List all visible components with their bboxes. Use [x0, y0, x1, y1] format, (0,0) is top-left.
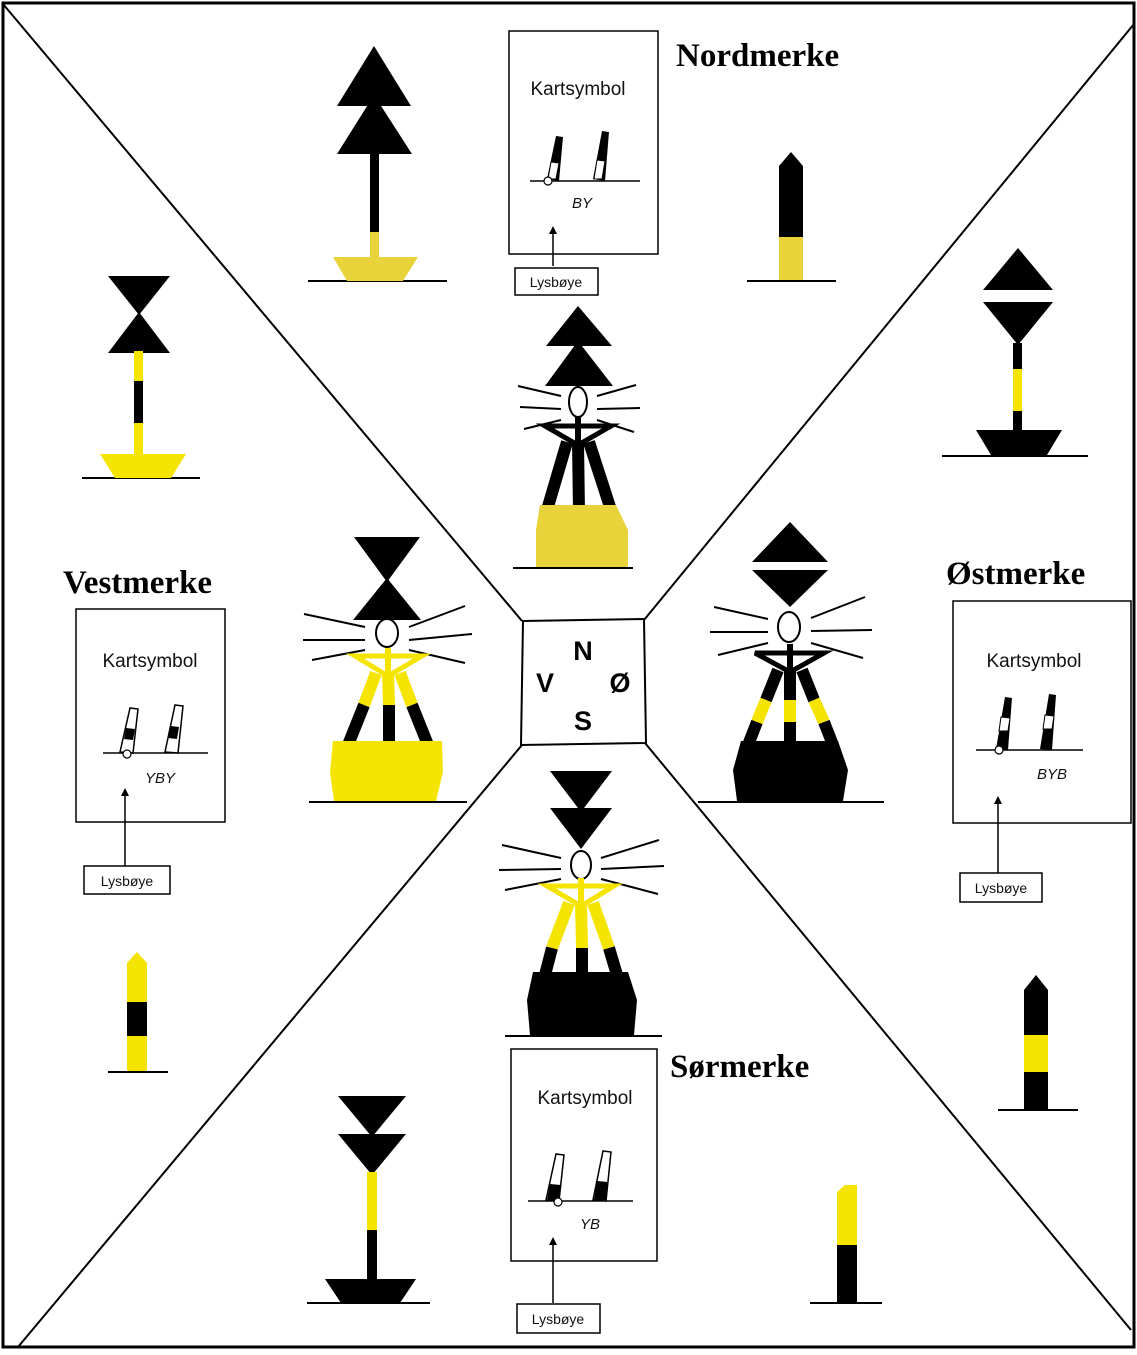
north-beacon-icon [747, 152, 836, 282]
north-title: Nordmerke [676, 38, 839, 74]
east-title: Østmerke [946, 556, 1085, 592]
west-lys-arrow [121, 788, 129, 866]
east-chart-card: Kartsymbol BYB [952, 600, 1132, 824]
north-chart-symbol-icon [530, 131, 640, 186]
south-chart-symbol-icon [528, 1150, 633, 1207]
east-beacon-icon [998, 975, 1078, 1111]
south-title: Sørmerke [670, 1049, 809, 1085]
north-spar-buoy-icon [308, 46, 447, 282]
compass-s: S [574, 706, 592, 736]
east-lys-label: Lysbøye [975, 880, 1028, 896]
south-spar-buoy-icon [307, 1096, 430, 1304]
west-spar-buoy-icon [82, 276, 200, 479]
west-card-label: Kartsymbol [102, 651, 197, 672]
diagonal-ne [643, 23, 1135, 621]
compass-v: V [536, 668, 554, 698]
east-spar-buoy-icon [942, 248, 1088, 457]
north-chart-card: Kartsymbol BY [508, 30, 659, 255]
north-lys-label-box: Lysbøye [514, 267, 599, 296]
east-chart-symbol-icon [976, 694, 1083, 755]
south-pillar-buoy-icon [498, 771, 665, 1037]
compass-n: N [573, 636, 593, 666]
south-card-label: Kartsymbol [537, 1088, 632, 1109]
west-chart-card: Kartsymbol YBY [75, 608, 226, 823]
south-code: YB [580, 1216, 600, 1233]
west-lys-label-box: Lysbøye [83, 865, 171, 895]
north-lys-arrow [549, 226, 557, 266]
south-lys-arrow [549, 1237, 557, 1303]
west-code: YBY [145, 770, 176, 787]
west-chart-symbol-icon [103, 704, 208, 759]
north-pillar-buoy-icon [513, 306, 641, 569]
west-lys-label: Lysbøye [101, 873, 154, 889]
north-code: BY [572, 195, 593, 212]
east-pillar-buoy-icon [698, 522, 884, 803]
west-pillar-buoy-icon [303, 537, 473, 803]
east-lys-arrow [994, 796, 1002, 873]
west-title: Vestmerke [63, 565, 212, 601]
east-code: BYB [1037, 766, 1067, 783]
east-lys-label-box: Lysbøye [959, 872, 1043, 903]
south-lys-label: Lysbøye [532, 1311, 585, 1327]
north-card-label: Kartsymbol [530, 79, 625, 100]
diagonal-sw [17, 744, 523, 1348]
diagonal-nw [2, 3, 523, 622]
compass-box: N V Ø S [519, 617, 648, 747]
south-chart-card: Kartsymbol YB [510, 1048, 658, 1262]
compass-o: Ø [609, 668, 630, 698]
south-lys-label-box: Lysbøye [516, 1303, 601, 1334]
diagonal-se [644, 742, 1132, 1331]
west-beacon-icon [108, 952, 168, 1073]
north-lys-label: Lysbøye [530, 274, 583, 290]
south-beacon-icon [810, 1185, 882, 1304]
east-card-label: Kartsymbol [986, 651, 1081, 672]
